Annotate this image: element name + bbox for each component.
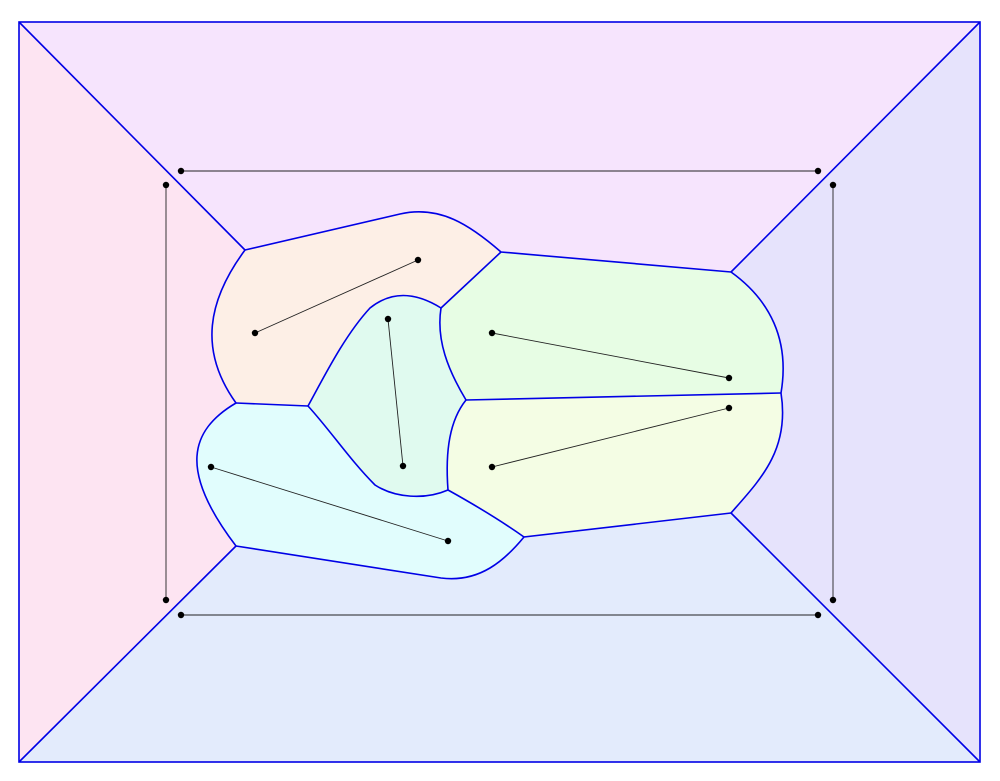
point (814, 611, 822, 619)
point (814, 167, 822, 175)
edge-inner-2 (307, 294, 442, 407)
edge-inner-3 (440, 251, 502, 309)
segment-lower-right (491, 407, 730, 468)
edge-inner-1 (235, 402, 309, 407)
segment-upper-right (491, 332, 730, 379)
point (488, 463, 496, 471)
segment-center (387, 318, 404, 467)
region-top (19, 22, 980, 272)
point (829, 596, 837, 604)
point (829, 181, 837, 189)
point (399, 462, 407, 470)
point (177, 611, 185, 619)
edge-diagonal-bottom-left (18, 545, 237, 763)
edge-inner-5 (465, 392, 782, 401)
point (488, 329, 496, 337)
segment-upper-left (254, 259, 419, 334)
point (725, 404, 733, 412)
edge-diagonal-bottom-right (730, 512, 981, 763)
region-center-vertical (308, 295, 466, 497)
point (251, 329, 259, 337)
point (207, 463, 215, 471)
point (414, 256, 422, 264)
region-lower-right-inner (447, 393, 783, 537)
region-right (731, 22, 980, 762)
point (384, 315, 392, 323)
region-bottom (19, 513, 980, 762)
edge-inner-8 (447, 489, 525, 538)
point (162, 596, 170, 604)
point (162, 181, 170, 189)
region-upper-right-inner (439, 252, 784, 400)
edge-bottom-cluster (235, 512, 732, 580)
voronoi-edges (18, 21, 981, 763)
outer-frame (18, 21, 981, 763)
edge-diagonal-top-right (730, 21, 981, 273)
point (444, 537, 452, 545)
edge-diagonal-top-left (18, 21, 246, 251)
edge-top-cluster (244, 211, 732, 273)
point (177, 167, 185, 175)
site-segments (165, 170, 834, 616)
region-lower-left-inner (196, 403, 525, 579)
site-points (162, 167, 837, 619)
edge-inner-4 (439, 307, 467, 401)
region-left (19, 22, 245, 762)
segment-lower-left (210, 466, 449, 542)
edge-inner-6 (446, 399, 467, 491)
edge-inner-7 (307, 405, 449, 498)
region-upper-left-inner (211, 211, 501, 406)
point (725, 374, 733, 382)
